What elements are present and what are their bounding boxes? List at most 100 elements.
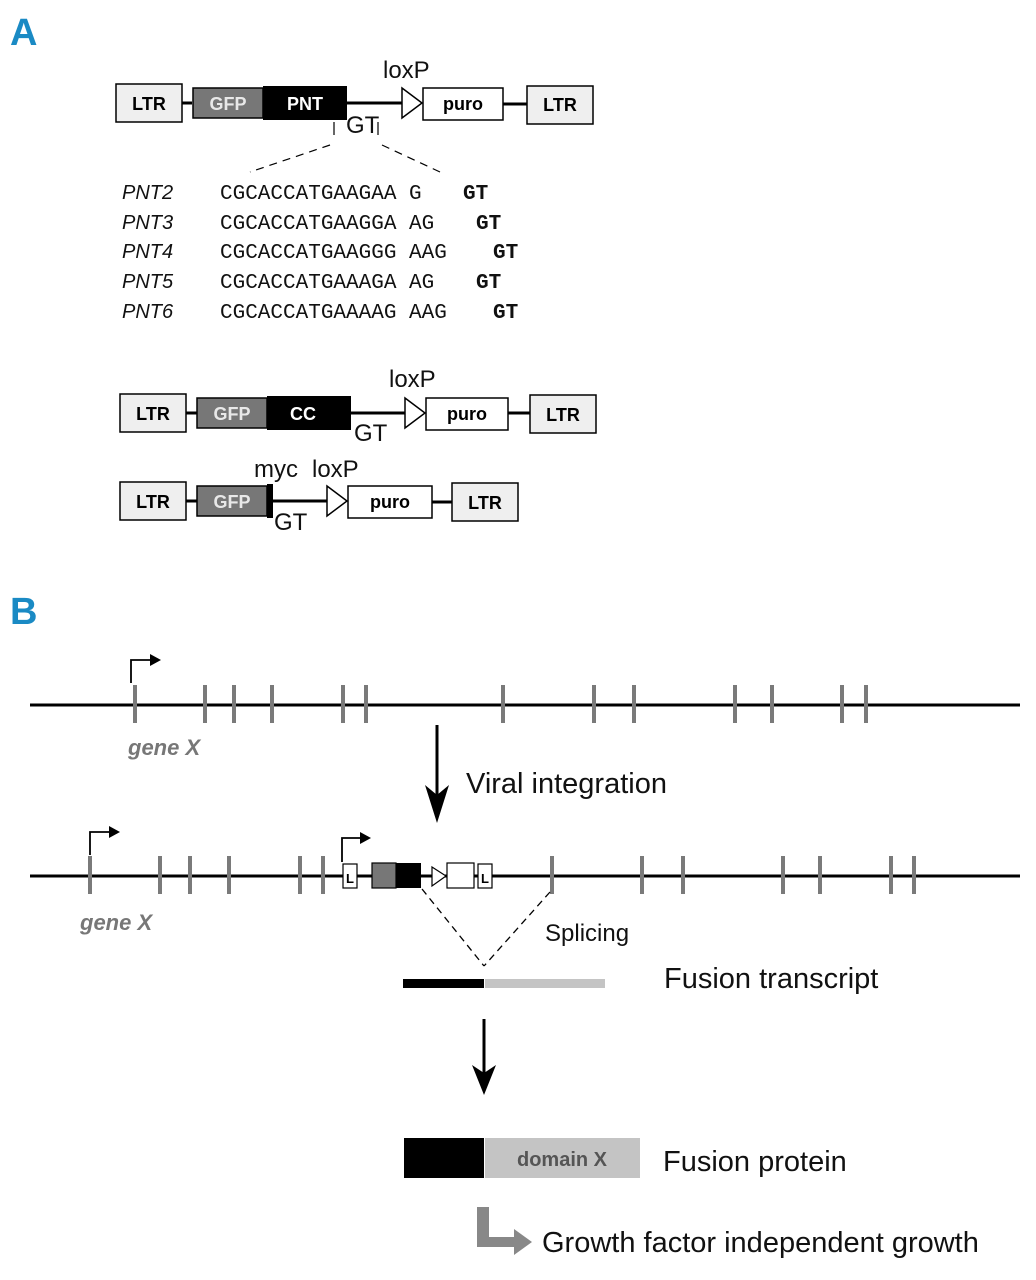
provirus-gfp [371, 862, 397, 889]
promoter-arrow-icon [89, 831, 111, 855]
svg-text:LTR: LTR [136, 404, 170, 424]
gene-x-label: gene X [79, 910, 153, 935]
svg-text:GFP: GFP [213, 492, 250, 512]
loxp-triangle [326, 484, 349, 518]
svg-text:PNT2: PNT2 [122, 182, 173, 204]
svg-text:loxP: loxP [389, 366, 436, 393]
ltr-left-box [115, 83, 183, 123]
ltr-right-box [529, 394, 597, 434]
genome-before-integration: gene X [30, 654, 1020, 760]
svg-text:GT: GT [476, 213, 501, 236]
svg-text:puro: puro [447, 404, 487, 424]
exon-mark [270, 685, 274, 723]
myc-label: myc [254, 456, 298, 483]
puro-box [422, 87, 504, 121]
ltr-right-box [526, 85, 594, 125]
exon-mark [632, 685, 636, 723]
svg-text:loxP: loxP [312, 456, 359, 483]
exon-mark [818, 856, 822, 894]
svg-text:GT: GT [476, 272, 501, 295]
provirus-ltr-right [477, 863, 493, 889]
exon-mark [681, 856, 685, 894]
construct-pnt: LTR GFP PNT loxP GT puro LTR [115, 57, 594, 173]
gfp-label: GFP [209, 94, 246, 114]
svg-text:PNT5: PNT5 [122, 271, 174, 293]
gt-label: GT [346, 112, 380, 139]
cc-box [267, 396, 351, 430]
exon-mark [889, 856, 893, 894]
svg-text:GT: GT [274, 509, 308, 536]
pnt-box [263, 86, 347, 120]
puro-label: puro [443, 94, 483, 114]
splice-line-left [421, 888, 485, 967]
exon-set [133, 685, 868, 723]
provirus-puro [446, 862, 475, 889]
domain-x-label: domain X [517, 1149, 608, 1171]
arrow-down-icon [472, 1065, 496, 1095]
zoom-line-left [249, 144, 331, 173]
myc-tag [267, 484, 273, 518]
exon-mark [232, 685, 236, 723]
svg-text:CGCACCATGAAAGA AG: CGCACCATGAAAGA AG [220, 272, 434, 295]
ltr-right-label: LTR [543, 95, 577, 115]
svg-text:L: L [346, 871, 354, 886]
exon-set [88, 856, 916, 894]
svg-text:PNT3: PNT3 [122, 212, 173, 234]
fusion-transcript: Fusion transcript [403, 963, 878, 995]
bent-arrow-icon [477, 1207, 532, 1255]
svg-text:LTR: LTR [546, 405, 580, 425]
sequence-list: PNT2 CGCACCATGAAGAA G GT PNT3 CGCACCATGA… [122, 182, 518, 325]
exon-mark [781, 856, 785, 894]
construct-myc: LTR GFP myc loxP GT puro LTR [119, 456, 519, 536]
svg-text:CGCACCATGAAGGA AG: CGCACCATGAAGGA AG [220, 213, 434, 236]
viral-integration-label: Viral integration [466, 768, 667, 800]
sequence-row: PNT3 CGCACCATGAAGGA AG GT [122, 212, 501, 236]
svg-text:CC: CC [290, 404, 316, 424]
svg-text:CGCACCATGAAGAA G: CGCACCATGAAGAA G [220, 183, 422, 206]
growth-label: Growth factor independent growth [542, 1227, 979, 1259]
splice-line-right [483, 891, 551, 967]
provirus-insert [396, 863, 421, 888]
ltr-promoter-arrow-icon [341, 837, 362, 862]
exon-mark [840, 685, 844, 723]
exon-mark [770, 685, 774, 723]
exon-mark [640, 856, 644, 894]
panel-label-b: B [10, 591, 37, 633]
arrow-down-icon [425, 785, 449, 823]
zoom-line-right [381, 144, 441, 173]
fusion-protein: domain X Fusion protein [404, 1138, 847, 1178]
exon-mark [364, 685, 368, 723]
sequence-row: PNT2 CGCACCATGAAGAA G GT [122, 182, 488, 206]
exon-mark [203, 685, 207, 723]
svg-text:GT: GT [493, 302, 518, 325]
svg-text:GFP: GFP [213, 404, 250, 424]
ltr-left-label: LTR [132, 94, 166, 114]
loxp-triangle [404, 396, 427, 430]
pnt-label: PNT [287, 94, 323, 114]
loxp-label: loxP [383, 57, 430, 84]
sequence-row: PNT6 CGCACCATGAAAAG AAG GT [122, 301, 518, 325]
svg-text:LTR: LTR [468, 493, 502, 513]
exon-mark [733, 685, 737, 723]
exon-mark [592, 685, 596, 723]
ltr-left-box [119, 393, 187, 433]
transcript-gene-part [485, 979, 605, 988]
exon-mark [158, 856, 162, 894]
construct-cc: LTR GFP CC loxP GT puro LTR [119, 366, 597, 447]
panel-label-a: A [10, 12, 37, 54]
exon-mark [341, 685, 345, 723]
svg-text:puro: puro [370, 492, 410, 512]
growth-outcome: Growth factor independent growth [477, 1207, 979, 1259]
svg-text:GT: GT [354, 420, 388, 447]
gfp-box [196, 397, 268, 429]
exon-mark [227, 856, 231, 894]
exon-mark [321, 856, 325, 894]
ltr-left-box [119, 481, 187, 521]
exon-mark [133, 685, 137, 723]
exon-mark [298, 856, 302, 894]
transcript-viral-part [403, 979, 484, 988]
viral-integration-arrow: Viral integration [425, 725, 667, 823]
loxp-triangle [401, 86, 424, 120]
ltr-right-box [451, 482, 519, 522]
